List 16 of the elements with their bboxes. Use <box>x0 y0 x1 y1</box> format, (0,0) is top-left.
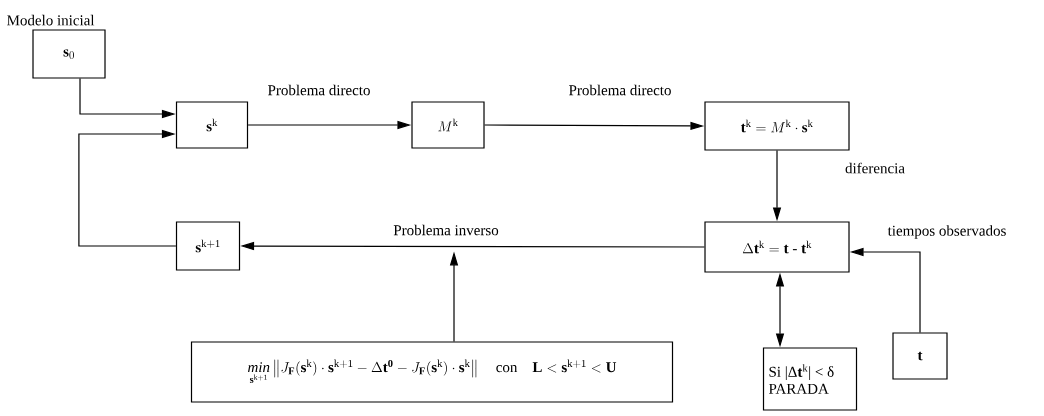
edge-label: tiempos observados <box>886 224 1008 240</box>
formula-box: $\mathbf{t}^{\mathrm{k}} = M^{\mathrm{k}}\cdot\mathbf{s}^{\mathrm{k}}$ <box>704 101 850 151</box>
condition-box: Si |Δt$^{k}$| < δ PARADA <box>762 347 858 411</box>
formula-box: $\Delta\mathbf{t}^{\mathrm{k}} = \mathbf{t}\ \text{-}\ \mathbf{t}^{\mathrm{k}}$ <box>704 221 850 273</box>
formula-box: $\mathbf{s}^{\mathrm{k}}$ <box>175 101 249 149</box>
heading: Modelo inicial <box>7 14 95 26</box>
edge-label: Problema inverso <box>392 223 500 237</box>
formula-box: $M^{\mathrm{k}}$ <box>411 101 485 149</box>
formula-box: $\mathbf{s}_0$ <box>32 29 106 79</box>
edge-label: Problema directo <box>266 83 372 97</box>
edge-label: diferencia <box>844 161 906 175</box>
formula-box: $\mathbf{s}^{\mathrm{k+1}}$ <box>175 221 241 271</box>
formula-box: $\mathop{\mathit{min}}\limits_{\mathbf{s}^{\mathrm{k+1}}}\left\| J_{\mathbf{F}}(\mathbf{s}^{\mathrm{k}})\cdot\mathbf{s}^{\mathrm{k+1}} - \Delta\mathbf{t^{0}} - J_{\mathbf{F}}(\mathbf{s}^{\mathrm{k}})\cdot\mathbf{s}^{\mathrm{k}}\right\|\quad\mathrm{con}\quad \mathbf{L} < \mathbf{s}^{\mathrm{k+1}} < \mathbf{U}$ <box>190 341 674 403</box>
formula-box: $\mathbf{t}$ <box>892 332 948 380</box>
edge-label: Problema directo <box>567 83 673 97</box>
arrow <box>78 129 177 247</box>
